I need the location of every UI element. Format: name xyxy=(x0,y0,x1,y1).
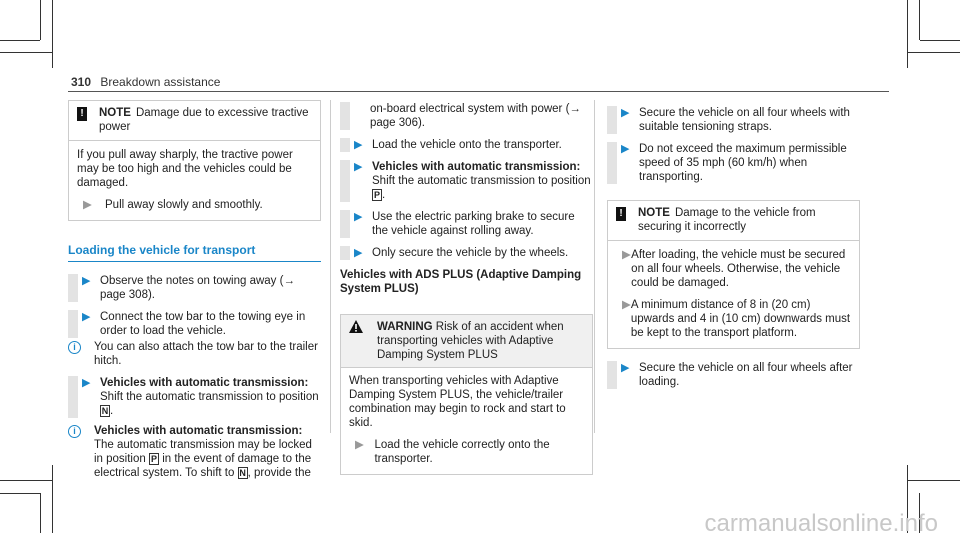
info-text: , provide the xyxy=(247,467,311,479)
header-rule xyxy=(68,91,889,92)
crop-mark xyxy=(920,40,960,41)
note-step: A minimum distance of 8 in (20 cm) upwar… xyxy=(630,299,851,339)
arrow-icon: ▶ xyxy=(83,199,92,211)
note-body-text: If you pull away sharply, the tractive p… xyxy=(77,149,293,189)
step-title: Vehicles with automatic transmission: xyxy=(372,161,581,173)
step-text: Secure the vehicle on all four wheels wi… xyxy=(639,107,850,133)
step-text: Connect the tow bar to the towing eye in… xyxy=(100,311,306,337)
arrow-icon: ▶ xyxy=(621,107,630,119)
crop-mark xyxy=(0,40,40,41)
section-name: Breakdown assistance xyxy=(100,75,221,89)
crop-mark xyxy=(908,52,960,53)
info-text: in the event of damage to the electrical… xyxy=(94,453,312,479)
arrow-icon: ▶ xyxy=(355,439,364,451)
column-3: ▶ Secure the vehicle on all four wheels … xyxy=(607,100,860,397)
gear-n-key: N xyxy=(237,467,248,479)
note-label: NOTE xyxy=(638,207,670,219)
warning-title: Risk of an accident when transporting ve… xyxy=(377,321,564,361)
arrow-icon: ▶ xyxy=(621,362,630,374)
page-header: 310 Breakdown assistance xyxy=(71,75,220,89)
warning-box: WARNING Risk of an accident when transpo… xyxy=(340,314,593,475)
step: ▶ Do not exceed the maximum permissible … xyxy=(607,142,860,184)
crop-mark xyxy=(908,480,960,481)
arrow-icon: ▶ xyxy=(354,139,363,151)
crop-mark xyxy=(0,493,40,494)
crop-mark xyxy=(52,0,53,68)
step: ▶ Secure the vehicle on all four wheels … xyxy=(607,361,860,389)
watermark: carmanualsonline.info xyxy=(704,510,938,537)
warning-step: Load the vehicle correctly onto the tran… xyxy=(374,439,550,465)
note-title: Damage to the vehicle from securing it i… xyxy=(638,207,816,233)
note-label: NOTE xyxy=(99,107,131,119)
info-icon: i xyxy=(68,425,81,438)
crop-mark xyxy=(0,52,52,53)
arrow-icon: ▶ xyxy=(82,311,91,323)
warning-triangle-icon xyxy=(349,320,363,362)
column-divider xyxy=(330,100,331,433)
crop-mark xyxy=(40,493,41,533)
note-step: Pull away slowly and smoothly. xyxy=(105,199,263,211)
arrow-icon: ▶ xyxy=(354,211,363,223)
info-text: You can also attach the tow bar to the t… xyxy=(94,341,318,367)
arrow-icon: ▶ xyxy=(354,161,363,173)
ads-title: Vehicles with ADS PLUS (Adaptive Damping… xyxy=(340,269,582,295)
crop-mark xyxy=(919,493,920,533)
arrow-icon: ▶ xyxy=(354,247,363,259)
crop-mark xyxy=(919,0,920,40)
step: ▶ Only secure the vehicle by the wheels. xyxy=(340,246,593,260)
gear-n-key: N xyxy=(100,405,110,417)
column-divider xyxy=(594,100,595,433)
step-text: Do not exceed the maximum permissible sp… xyxy=(639,143,847,183)
section-title: Loading the vehicle for transport xyxy=(68,243,321,262)
arrow-icon: ▶ xyxy=(621,143,630,155)
step: ▶ Secure the vehicle on all four wheels … xyxy=(607,106,860,134)
arrow-icon: ▶ xyxy=(82,377,91,389)
gear-p-key: P xyxy=(372,189,382,201)
step-text: Only secure the vehicle by the wheels. xyxy=(372,247,569,259)
step-text: Secure the vehicle on all four wheels af… xyxy=(639,362,853,388)
step: ▶ Observe the notes on towing away (→ pa… xyxy=(68,274,321,302)
gear-p-key: P xyxy=(149,453,159,465)
crop-mark xyxy=(40,0,41,40)
crop-mark xyxy=(907,465,908,533)
step-text: on-board electrical system with power (→… xyxy=(370,103,581,129)
step-text: Shift the automatic transmission to posi… xyxy=(100,391,319,403)
note-step: After loading, the vehicle must be secur… xyxy=(631,249,846,289)
exclamation-icon: ! xyxy=(616,207,626,221)
step-text: Observe the notes on towing away (→ page… xyxy=(100,275,295,301)
step: ▶ Use the electric parking brake to secu… xyxy=(340,210,593,238)
exclamation-icon: ! xyxy=(77,107,87,121)
step: on-board electrical system with power (→… xyxy=(340,102,593,130)
warning-body: When transporting vehicles with Adaptive… xyxy=(349,375,566,429)
crop-mark xyxy=(52,465,53,533)
step-title: Vehicles with automatic transmission: xyxy=(100,377,309,389)
step: ▶ Vehicles with automatic transmission: … xyxy=(68,376,321,418)
crop-mark xyxy=(907,0,908,68)
step: ▶ Vehicles with automatic transmission: … xyxy=(340,160,593,202)
warning-label: WARNING xyxy=(377,321,433,333)
step-text: Use the electric parking brake to secure… xyxy=(372,211,575,237)
step-text: Load the vehicle onto the transporter. xyxy=(372,139,562,151)
arrow-icon: ▶ xyxy=(622,249,631,261)
step: ▶ Connect the tow bar to the towing eye … xyxy=(68,310,321,338)
arrow-icon: ▶ xyxy=(622,299,631,311)
column-2: on-board electrical system with power (→… xyxy=(340,100,593,475)
page-number: 310 xyxy=(71,75,92,89)
note-title: Damage due to excessive tractive power xyxy=(99,107,309,133)
info-title: Vehicles with automatic transmission: xyxy=(94,425,303,437)
step-text: Shift the automatic transmission to posi… xyxy=(372,175,591,187)
step: ▶ Load the vehicle onto the transporter. xyxy=(340,138,593,152)
info-text: The automatic transmission may be locked… xyxy=(94,439,312,465)
info-icon: i xyxy=(68,341,81,354)
crop-mark xyxy=(0,480,52,481)
arrow-icon: ▶ xyxy=(82,275,91,287)
